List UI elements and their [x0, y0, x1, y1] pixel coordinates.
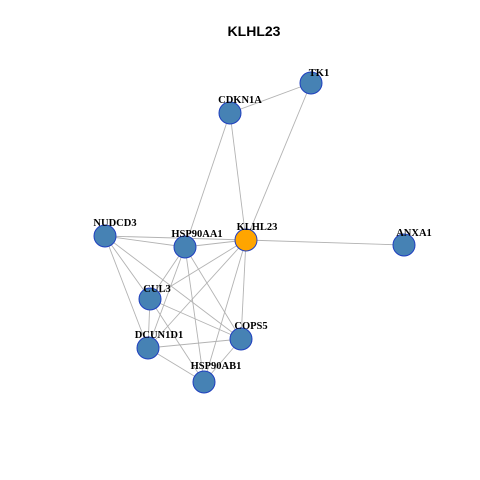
edge-nudcd3-hsp90aa1	[104, 235, 186, 248]
edge-dcun1d1-cops5	[147, 338, 242, 349]
edge-nudcd3-dcun1d1	[104, 235, 149, 349]
node-hsp90ab1: HSP90AB1	[191, 361, 242, 394]
edge-klhl23-cops5	[240, 239, 247, 340]
edge-hsp90aa1-cops5	[184, 246, 242, 340]
edge-hsp90aa1-dcun1d1	[147, 246, 186, 349]
edge-hsp90aa1-hsp90ab1	[184, 246, 205, 383]
node-label-hsp90ab1: HSP90AB1	[191, 361, 242, 372]
edge-tk1-cdkn1a	[229, 82, 312, 114]
edge-cul3-hsp90ab1	[149, 298, 205, 383]
edge-nudcd3-cops5	[104, 235, 242, 340]
node-tk1: TK1	[299, 68, 329, 95]
node-circle-cul3	[138, 287, 162, 311]
edge-tk1-klhl23	[245, 82, 312, 241]
node-label-nudcd3: NUDCD3	[93, 218, 136, 229]
node-label-anxa1: ANXA1	[396, 228, 432, 239]
node-circle-dcun1d1	[136, 336, 160, 360]
node-anxa1: ANXA1	[392, 228, 432, 257]
node-cdkn1a: CDKN1A	[218, 95, 262, 125]
edge-klhl23-hsp90ab1	[203, 239, 247, 383]
node-circle-klhl23	[234, 228, 258, 252]
edge-nudcd3-klhl23	[104, 235, 247, 241]
node-nudcd3: NUDCD3	[93, 218, 137, 248]
edge-klhl23-cul3	[149, 239, 247, 300]
node-hsp90aa1: HSP90AA1	[171, 229, 223, 259]
node-dcun1d1: DCUN1D1	[135, 330, 183, 360]
edge-layer	[104, 82, 405, 383]
node-circle-hsp90aa1	[173, 235, 197, 259]
edge-cdkn1a-klhl23	[229, 112, 247, 241]
graph-title: KLHL23	[228, 23, 281, 39]
edge-klhl23-anxa1	[245, 239, 405, 246]
node-circle-cdkn1a	[218, 101, 242, 125]
edge-nudcd3-cul3	[104, 235, 151, 300]
node-label-cops5: COPS5	[234, 321, 267, 332]
node-label-cul3: CUL3	[143, 284, 170, 295]
node-label-tk1: TK1	[309, 68, 329, 79]
node-circle-cops5	[229, 327, 253, 351]
edge-cul3-cops5	[149, 298, 242, 340]
node-cops5: COPS5	[229, 321, 268, 351]
node-circle-nudcd3	[93, 224, 117, 248]
edge-cdkn1a-hsp90aa1	[184, 112, 231, 248]
node-label-dcun1d1: DCUN1D1	[135, 330, 183, 341]
node-circle-hsp90ab1	[192, 370, 216, 394]
node-circle-anxa1	[392, 233, 416, 257]
edge-klhl23-dcun1d1	[147, 239, 247, 349]
node-cul3: CUL3	[138, 284, 171, 311]
node-circle-tk1	[299, 71, 323, 95]
node-klhl23: KLHL23	[234, 222, 278, 252]
node-label-hsp90aa1: HSP90AA1	[171, 229, 222, 240]
node-label-klhl23: KLHL23	[237, 222, 278, 233]
node-label-cdkn1a: CDKN1A	[218, 95, 262, 106]
